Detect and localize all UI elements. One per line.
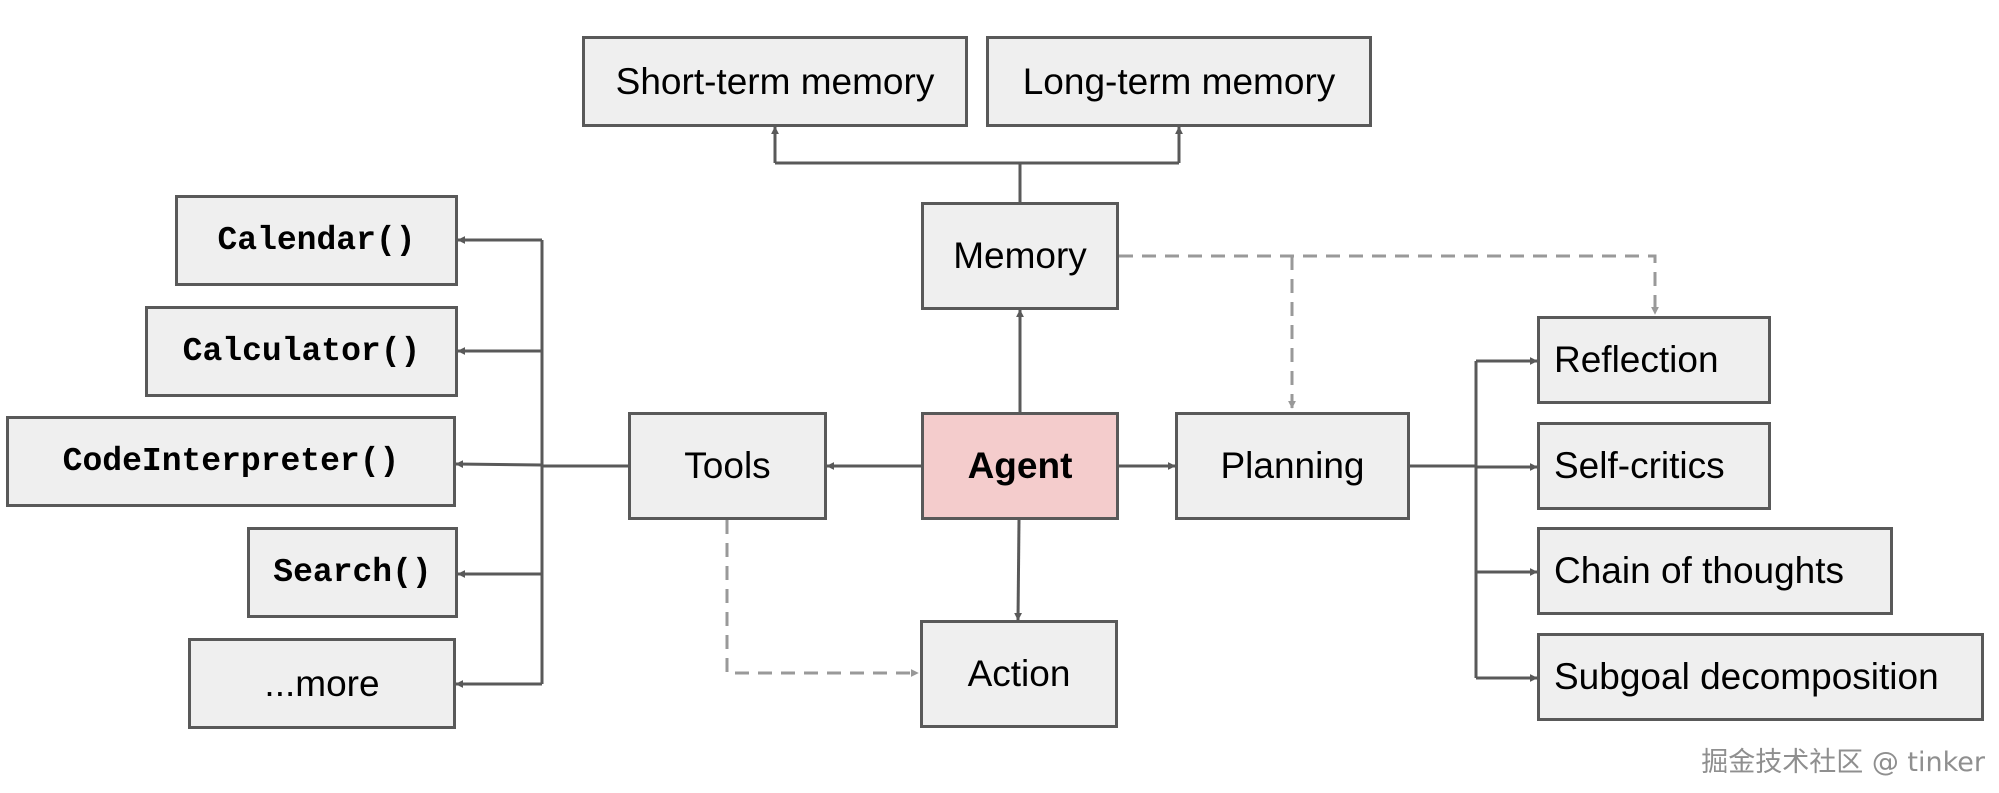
- code-interpreter-label: CodeInterpreter(): [62, 443, 400, 480]
- chain-of-thoughts-node: Chain of thoughts: [1537, 527, 1893, 615]
- solid-arrows: [455, 126, 1538, 688]
- reflection-node: Reflection: [1537, 316, 1771, 404]
- search-node: Search(): [247, 527, 458, 618]
- action-node: Action: [920, 620, 1118, 728]
- watermark-text: 掘金技术社区 @ tinker: [1701, 747, 1985, 778]
- long-term-memory-node: Long-term memory: [986, 36, 1372, 127]
- agent-node: Agent: [921, 412, 1119, 520]
- calendar-node: Calendar(): [175, 195, 458, 286]
- subgoal-decomposition-label: Subgoal decomposition: [1554, 656, 1939, 697]
- search-label: Search(): [273, 554, 432, 591]
- subgoal-decomposition-node: Subgoal decomposition: [1537, 633, 1984, 721]
- arrow-agent-to-action: [1014, 519, 1023, 621]
- tools-node: Tools: [628, 412, 827, 520]
- code-interpreter-node: CodeInterpreter(): [6, 416, 456, 507]
- planning-label: Planning: [1220, 445, 1365, 486]
- more-label: ...more: [264, 662, 380, 704]
- more-node: ...more: [188, 638, 456, 729]
- calendar-label: Calendar(): [217, 222, 416, 259]
- solid-edges: [540, 161, 1478, 684]
- arrow-to-code-interpreter: [455, 460, 543, 469]
- calculator-label: Calculator(): [182, 333, 421, 370]
- dashed-edges: [725, 254, 1659, 677]
- chain-of-thoughts-label: Chain of thoughts: [1554, 550, 1845, 591]
- self-critics-label: Self-critics: [1554, 445, 1725, 486]
- reflection-label: Reflection: [1554, 339, 1719, 380]
- memory-label: Memory: [953, 235, 1087, 276]
- short-term-memory-label: Short-term memory: [615, 60, 935, 102]
- tools-label: Tools: [684, 445, 771, 486]
- memory-node: Memory: [921, 202, 1119, 310]
- dashed-memory-to-reflection: [1119, 254, 1659, 315]
- self-critics-node: Self-critics: [1537, 422, 1771, 510]
- action-label: Action: [967, 653, 1071, 694]
- long-term-memory-label: Long-term memory: [1022, 60, 1336, 102]
- planning-node: Planning: [1175, 412, 1410, 520]
- dashed-tools-to-action: [725, 520, 919, 677]
- agent-label: Agent: [967, 445, 1073, 486]
- calculator-node: Calculator(): [145, 306, 458, 397]
- short-term-memory-node: Short-term memory: [582, 36, 968, 127]
